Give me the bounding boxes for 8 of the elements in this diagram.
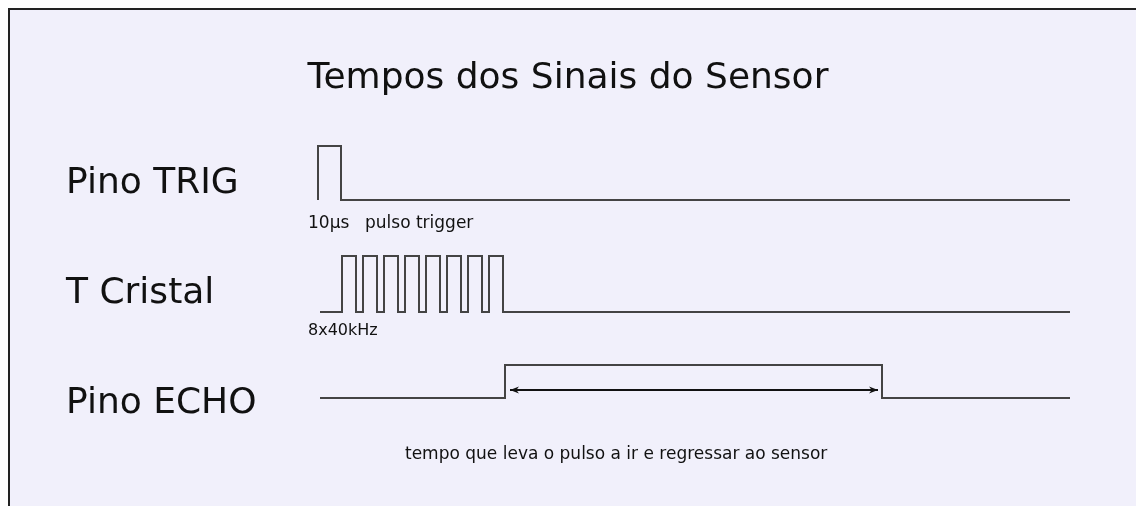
signal-name: Pino TRIG [66,163,239,199]
frequency-note: 8x40kHz [308,322,378,338]
pulse-duration: 10µs [308,214,350,231]
diagram-title: Tempos dos Sinais do Sensor [306,58,830,94]
pulse-note: pulso trigger [365,214,474,231]
timing-note: tempo que leva o pulso a ir e regressar ao sensor [405,445,828,462]
signal-name: T Cristal [66,273,215,309]
signal-name: Pino ECHO [66,383,257,419]
